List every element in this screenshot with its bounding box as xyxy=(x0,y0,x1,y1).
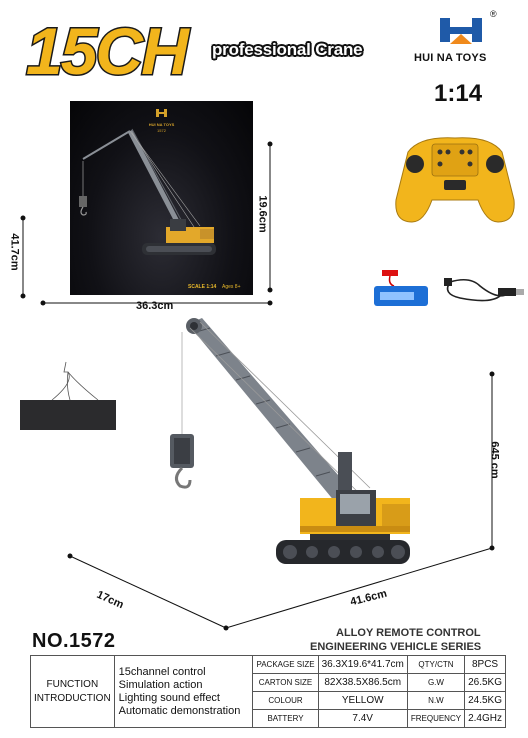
feature-item: 15channel control xyxy=(118,665,206,678)
feature-item: Simulation action xyxy=(118,678,203,691)
spec-value: 8PCS xyxy=(464,655,506,674)
table-row: COLOUR YELLOW N.W 24.5KG xyxy=(31,691,506,710)
crane-product-image xyxy=(170,318,410,564)
box-scale-label: SCALE 1:14 xyxy=(188,284,217,290)
spec-key: BATTERY xyxy=(252,709,319,728)
usb-cable-image xyxy=(444,278,524,302)
table-row: FUNCTION INTRODUCTION 15channel control … xyxy=(30,655,506,728)
spec-value: 26.5KG xyxy=(464,673,506,692)
series-line-1: ALLOY REMOTE CONTROL xyxy=(336,627,481,639)
big-title-logo: 15CH xyxy=(25,14,194,86)
table-row: BATTERY 7.4V FREQUENCY 2.4GHz xyxy=(31,709,506,728)
box-dimension-lines xyxy=(20,141,273,306)
spec-value: 36.3X19.6*41.7cm xyxy=(317,655,408,674)
counterweight-part-image xyxy=(20,361,116,430)
spec-key: QTY/CTN xyxy=(406,655,466,674)
series-line-2: ENGINEERING VEHICLE SERIES xyxy=(310,641,482,653)
box-model-label: 1572 xyxy=(157,128,166,133)
huina-logo-icon xyxy=(440,18,482,44)
scale-label: 1:14 xyxy=(434,80,483,107)
spec-key: COLOUR xyxy=(252,691,319,710)
spec-value: YELLOW xyxy=(317,691,408,710)
battery-pack-image xyxy=(374,270,428,306)
spec-value: 24.5KG xyxy=(464,691,506,710)
feature-item: Automatic demonstration xyxy=(118,704,241,717)
spec-key: PACKAGE SIZE xyxy=(252,655,319,674)
box-depth-dimension: 41.7cm xyxy=(8,233,21,271)
features-cell: 15channel control Simulation action Ligh… xyxy=(113,655,254,728)
big-title-text: 15CH xyxy=(26,14,190,86)
product-subtitle: professional Crane xyxy=(212,40,363,59)
spec-value: 2.4GHz xyxy=(464,709,506,728)
package-box-photo xyxy=(70,101,253,295)
spec-key: CARTON SIZE xyxy=(252,673,319,692)
brand-name: HUI NA TOYS xyxy=(414,52,487,64)
table-row: CARTON SIZE 82X38.5X86.5cm G.W 26.5KG xyxy=(31,673,506,692)
feature-item: Lighting sound effect xyxy=(118,691,220,704)
spec-table: FUNCTION INTRODUCTION 15channel control … xyxy=(30,655,506,728)
boxed-crane-illustration xyxy=(79,109,216,255)
function-introduction-cell: FUNCTION INTRODUCTION xyxy=(30,655,115,728)
model-number: NO.1572 xyxy=(32,630,116,652)
floor-dimension-lines xyxy=(67,371,495,631)
box-age-label: Ages 8+ xyxy=(222,284,241,290)
box-width-dimension: 36.3cm xyxy=(136,300,174,312)
remote-controller-image xyxy=(395,137,515,223)
registered-mark: ® xyxy=(490,9,497,19)
spec-value: 7.4V xyxy=(317,709,408,728)
box-height-dimension: 19.6cm xyxy=(256,195,269,233)
crane-height-dimension: 645 cm xyxy=(488,441,501,479)
spec-value: 82X38.5X86.5cm xyxy=(317,673,408,692)
spec-key: G.W xyxy=(406,673,466,692)
box-brand-label: HUI NA TOYS xyxy=(148,122,175,127)
spec-key: N.W xyxy=(406,691,466,710)
spec-key: FREQUENCY xyxy=(406,709,466,728)
